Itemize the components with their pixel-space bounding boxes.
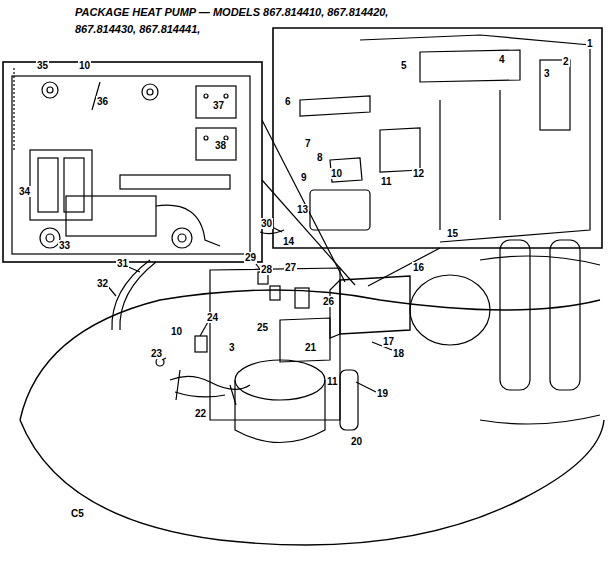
callout-number: 4: [498, 54, 506, 65]
callout-number: 20: [350, 436, 363, 447]
callout-number: 8: [316, 152, 324, 163]
callout-number: 9: [300, 172, 308, 183]
callout-number: 1: [586, 38, 594, 49]
callout-number: 10: [170, 326, 183, 337]
callout-number: 27: [284, 262, 297, 273]
callout-number: 31: [116, 258, 129, 269]
callout-number: 5: [400, 60, 408, 71]
callout-number: 2: [562, 56, 570, 67]
callout-number: 21: [304, 342, 317, 353]
callout-number: 11: [326, 376, 339, 387]
callout-number: 13: [296, 204, 309, 215]
callout-number: 10: [78, 60, 91, 71]
callout-number: 37: [212, 100, 225, 111]
diagram-title: PACKAGE HEAT PUMP — MODELS 867.814410, 8…: [75, 4, 435, 38]
callout-number: 36: [96, 96, 109, 107]
callout-number: 19: [376, 388, 389, 399]
callout-number: 28: [260, 264, 273, 275]
callout-number: 30: [260, 218, 273, 229]
callout-number: 7: [304, 138, 312, 149]
callout-number: 34: [18, 186, 31, 197]
callout-number: 15: [446, 228, 459, 239]
callout-number: 33: [58, 240, 71, 251]
callout-number: 38: [214, 140, 227, 151]
callout-number: C5: [70, 508, 85, 519]
callout-number: 14: [282, 236, 295, 247]
callout-number: 23: [150, 348, 163, 359]
callout-number: 3: [543, 68, 551, 79]
callout-number: 12: [412, 168, 425, 179]
callout-number: 26: [322, 296, 335, 307]
callout-number: 29: [244, 252, 257, 263]
callout-number: 35: [36, 60, 49, 71]
callout-number: 22: [194, 408, 207, 419]
callout-number: 18: [392, 348, 405, 359]
callout-number: 17: [382, 336, 395, 347]
callout-number: 32: [96, 278, 109, 289]
callout-number: 10: [330, 168, 343, 179]
callout-number: 11: [380, 176, 393, 187]
callout-number: 25: [256, 322, 269, 333]
callout-number: 24: [206, 312, 219, 323]
callout-number: 16: [412, 262, 425, 273]
callout-number: 3: [228, 342, 236, 353]
callout-number: 6: [284, 96, 292, 107]
